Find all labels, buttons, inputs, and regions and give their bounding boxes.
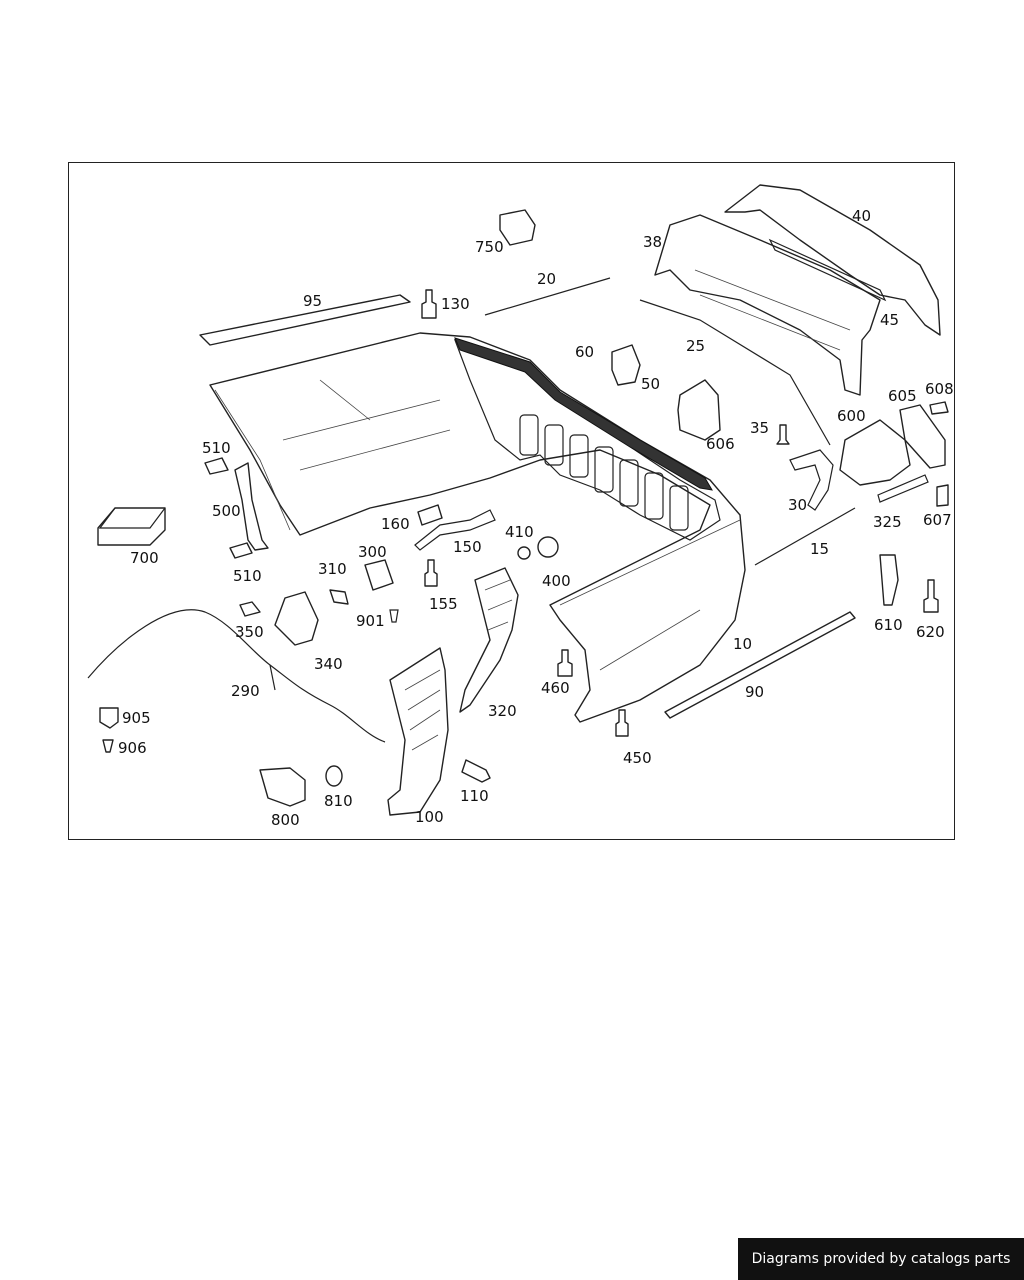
part-label: 300 bbox=[358, 543, 387, 561]
part-label: 500 bbox=[212, 502, 241, 520]
bumper-cover bbox=[209, 332, 746, 723]
part-label: 600 bbox=[837, 407, 866, 425]
part-label: 901 bbox=[356, 612, 385, 630]
part-label: 750 bbox=[475, 238, 504, 256]
part-label: 35 bbox=[750, 419, 769, 437]
part-label: 620 bbox=[916, 623, 945, 641]
part-label: 20 bbox=[537, 270, 556, 288]
credit-text: Diagrams provided by catalogs parts bbox=[751, 1251, 1011, 1267]
part-label: 50 bbox=[641, 375, 660, 393]
part-label: 15 bbox=[810, 540, 829, 558]
part-label: 510 bbox=[202, 439, 231, 457]
parts-diagram-frame bbox=[68, 162, 955, 840]
part-label: 906 bbox=[118, 739, 147, 757]
part-label: 700 bbox=[130, 549, 159, 567]
part-label: 800 bbox=[271, 811, 300, 829]
part-label: 110 bbox=[460, 787, 489, 805]
part-label: 608 bbox=[925, 380, 954, 398]
wire-harness bbox=[87, 609, 386, 753]
part-label: 130 bbox=[441, 295, 470, 313]
part-label: 460 bbox=[541, 679, 570, 697]
part-label: 155 bbox=[429, 595, 458, 613]
bracket-100 bbox=[387, 647, 449, 816]
part-label: 400 bbox=[542, 572, 571, 590]
part-label: 38 bbox=[643, 233, 662, 251]
trim-strips bbox=[199, 277, 856, 719]
part-label: 607 bbox=[923, 511, 952, 529]
part-label: 605 bbox=[888, 387, 917, 405]
part-label: 410 bbox=[505, 523, 534, 541]
part-label: 160 bbox=[381, 515, 410, 533]
part-label: 40 bbox=[852, 207, 871, 225]
part-label: 290 bbox=[231, 682, 260, 700]
part-label: 325 bbox=[873, 513, 902, 531]
part-label: 320 bbox=[488, 702, 517, 720]
part-label: 340 bbox=[314, 655, 343, 673]
part-label: 350 bbox=[235, 623, 264, 641]
part-label: 10 bbox=[733, 635, 752, 653]
bracket-500 bbox=[234, 462, 269, 551]
part-label: 310 bbox=[318, 560, 347, 578]
part-label: 60 bbox=[575, 343, 594, 361]
part-label: 95 bbox=[303, 292, 322, 310]
part-label: 510 bbox=[233, 567, 262, 585]
part-label: 450 bbox=[623, 749, 652, 767]
part-label: 100 bbox=[415, 808, 444, 826]
small-parts bbox=[97, 209, 949, 807]
part-label: 45 bbox=[880, 311, 899, 329]
credit-footer: Diagrams provided by catalogs parts bbox=[738, 1238, 1024, 1280]
part-label: 610 bbox=[874, 616, 903, 634]
part-label: 25 bbox=[686, 337, 705, 355]
part-label: 810 bbox=[324, 792, 353, 810]
part-label: 905 bbox=[122, 709, 151, 727]
rear-diffuser bbox=[654, 184, 941, 396]
part-label: 90 bbox=[745, 683, 764, 701]
part-label: 30 bbox=[788, 496, 807, 514]
fasteners bbox=[239, 289, 949, 783]
part-label: 150 bbox=[453, 538, 482, 556]
part-label: 606 bbox=[706, 435, 735, 453]
bracket-320 bbox=[459, 567, 519, 713]
